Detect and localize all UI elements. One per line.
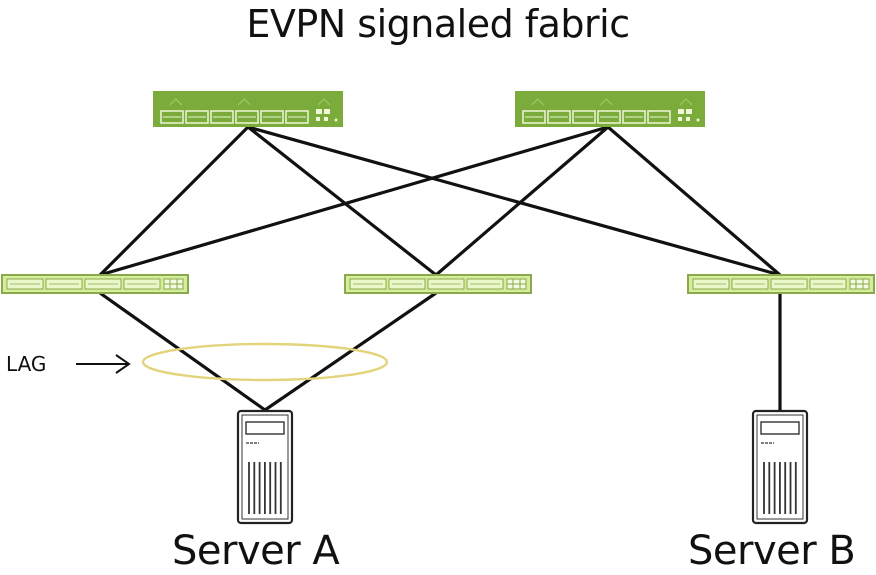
spine-1-switch	[153, 91, 343, 127]
diagram-title: EVPN signaled fabric	[246, 2, 630, 46]
port-group	[210, 110, 234, 124]
port-group	[622, 110, 646, 124]
port-group	[572, 110, 596, 124]
leaf-1-switch	[1, 274, 189, 294]
port-group	[185, 110, 209, 124]
spine-2-switch	[515, 91, 705, 127]
link-spine-1-leaf-3	[247, 125, 781, 277]
link-spine-1-leaf-1	[98, 125, 250, 277]
link-spine-2-leaf-2	[434, 125, 610, 277]
port-group	[647, 110, 671, 124]
port-group	[547, 110, 571, 124]
port-group	[285, 110, 309, 124]
link-spine-2-leaf-1	[99, 125, 609, 277]
port-group	[597, 110, 621, 124]
port-group	[522, 110, 546, 124]
links-layer	[98, 125, 782, 412]
server-a-label: Server A	[172, 528, 340, 574]
server-a-server	[236, 409, 294, 525]
link-spine-1-leaf-2	[247, 125, 437, 277]
server-b-label: Server B	[688, 528, 856, 574]
port-group	[260, 110, 284, 124]
lag-ring	[141, 342, 389, 382]
lag-label: LAG	[6, 352, 47, 376]
leaf-3-switch	[687, 274, 875, 294]
link-spine-2-leaf-3	[606, 125, 782, 277]
lag-layer	[76, 342, 389, 382]
lag-arrow-icon	[76, 354, 131, 374]
port-group	[160, 110, 184, 124]
server-b-server	[751, 409, 809, 525]
leaf-2-switch	[344, 274, 532, 294]
port-group	[235, 110, 259, 124]
link-leaf-2-server-a	[264, 291, 437, 412]
link-leaf-1-server-a	[99, 291, 266, 412]
nodes-layer	[1, 91, 875, 525]
